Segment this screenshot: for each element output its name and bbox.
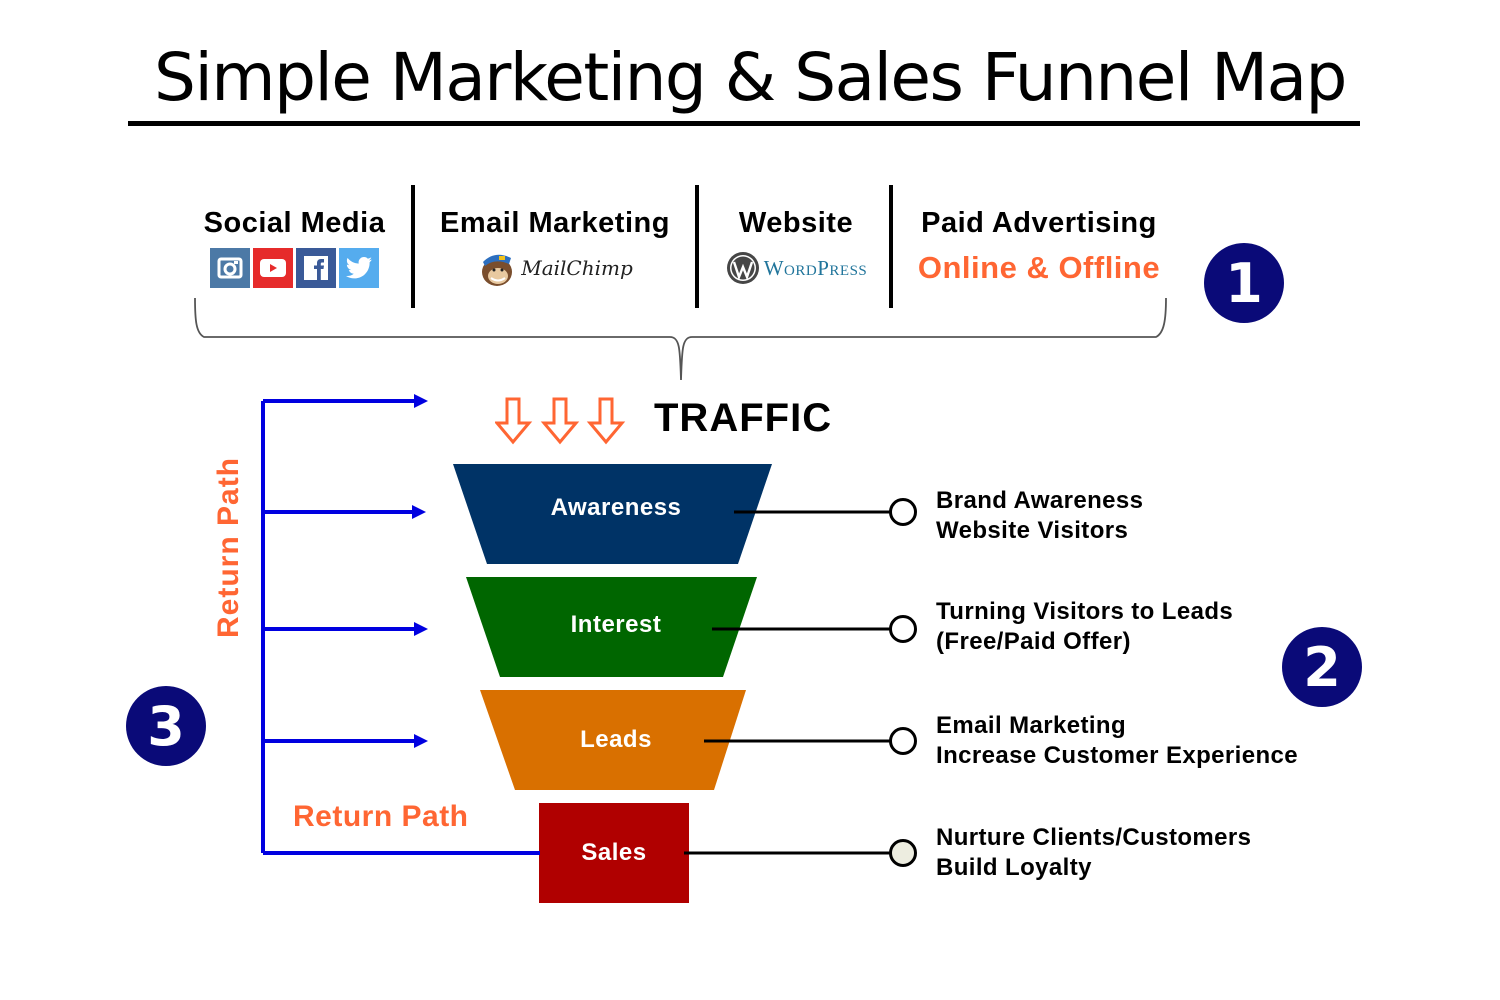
source-label: Paid Advertising — [921, 207, 1157, 239]
mailchimp-monkey-icon — [482, 254, 513, 286]
stage-node-icon — [889, 839, 917, 867]
social-icons — [192, 248, 397, 288]
funnel-stage-sales-shape — [539, 803, 689, 903]
description-line: Brand Awareness — [936, 487, 1144, 514]
stage-node-icon — [889, 498, 917, 526]
wordpress-wordmark: WordPress — [763, 255, 868, 280]
wordpress-logo: WordPress — [702, 250, 890, 286]
wordpress-icon — [726, 252, 759, 284]
step-badge-3: 3 — [126, 686, 206, 766]
title-underline — [128, 121, 1360, 126]
curly-brace — [194, 297, 1167, 381]
arrow-right-icon — [414, 734, 428, 748]
youtube-icon — [253, 248, 293, 288]
description-line: (Free/Paid Offer) — [936, 628, 1131, 655]
description-line: Nurture Clients/Customers — [936, 824, 1252, 851]
twitter-icon — [339, 248, 379, 288]
description-line: Email Marketing — [936, 712, 1127, 739]
source-social-media: Social Media — [192, 206, 397, 288]
source-email-marketing: Email Marketing MailChimp — [420, 206, 690, 288]
funnel-stage-interest-shape — [466, 577, 757, 677]
down-arrow-icon — [586, 397, 626, 445]
step-badge-2: 2 — [1282, 627, 1362, 707]
stage-node-icon — [889, 615, 917, 643]
stage-description-awareness: Brand Awareness Website Visitors — [936, 486, 1143, 546]
arrow-right-icon — [414, 394, 428, 408]
funnel-stage-awareness: Awareness — [550, 494, 682, 521]
funnel-stage-leads: Leads — [580, 726, 652, 753]
stage-description-leads: Email Marketing Increase Customer Experi… — [936, 711, 1298, 771]
funnel-stage-sales: Sales — [581, 839, 647, 866]
source-label: Social Media — [203, 207, 386, 239]
divider — [889, 185, 893, 308]
down-arrow-icon — [495, 397, 533, 445]
mailchimp-wordmark: MailChimp — [521, 256, 633, 280]
arrow-right-icon — [414, 622, 428, 636]
source-website: Website WordPress — [702, 206, 890, 286]
description-line: Build Loyalty — [936, 854, 1092, 881]
traffic-label: TRAFFIC — [654, 396, 833, 440]
facebook-icon — [296, 248, 336, 288]
return-path-vertical-label: Return Path — [212, 456, 245, 638]
page-title: Simple Marketing & Sales Funnel Map — [154, 39, 1347, 116]
source-sub-label: Online & Offline — [917, 250, 1161, 285]
funnel-stage-leads-shape — [480, 690, 746, 790]
down-arrow-icon — [540, 397, 580, 445]
return-path-horizontal-label: Return Path — [293, 800, 469, 833]
stage-description-interest: Turning Visitors to Leads (Free/Paid Off… — [936, 597, 1233, 657]
description-line: Website Visitors — [936, 517, 1129, 544]
stage-description-sales: Nurture Clients/Customers Build Loyalty — [936, 823, 1251, 883]
stage-node-icon — [889, 727, 917, 755]
traffic-arrows — [495, 397, 626, 445]
funnel-stage-awareness-shape — [453, 464, 772, 564]
source-label: Website — [738, 207, 854, 239]
description-line: Increase Customer Experience — [936, 742, 1299, 769]
description-line: Turning Visitors to Leads — [936, 598, 1234, 625]
divider — [695, 185, 699, 308]
funnel-stage-interest: Interest — [570, 611, 662, 638]
mailchimp-logo: MailChimp — [420, 248, 690, 288]
instagram-icon — [210, 248, 250, 288]
divider — [411, 185, 415, 308]
source-label: Email Marketing — [440, 207, 670, 239]
source-paid-advertising: Paid Advertising Online & Offline — [898, 206, 1180, 286]
step-badge-1: 1 — [1204, 243, 1284, 323]
arrow-right-icon — [412, 505, 426, 519]
